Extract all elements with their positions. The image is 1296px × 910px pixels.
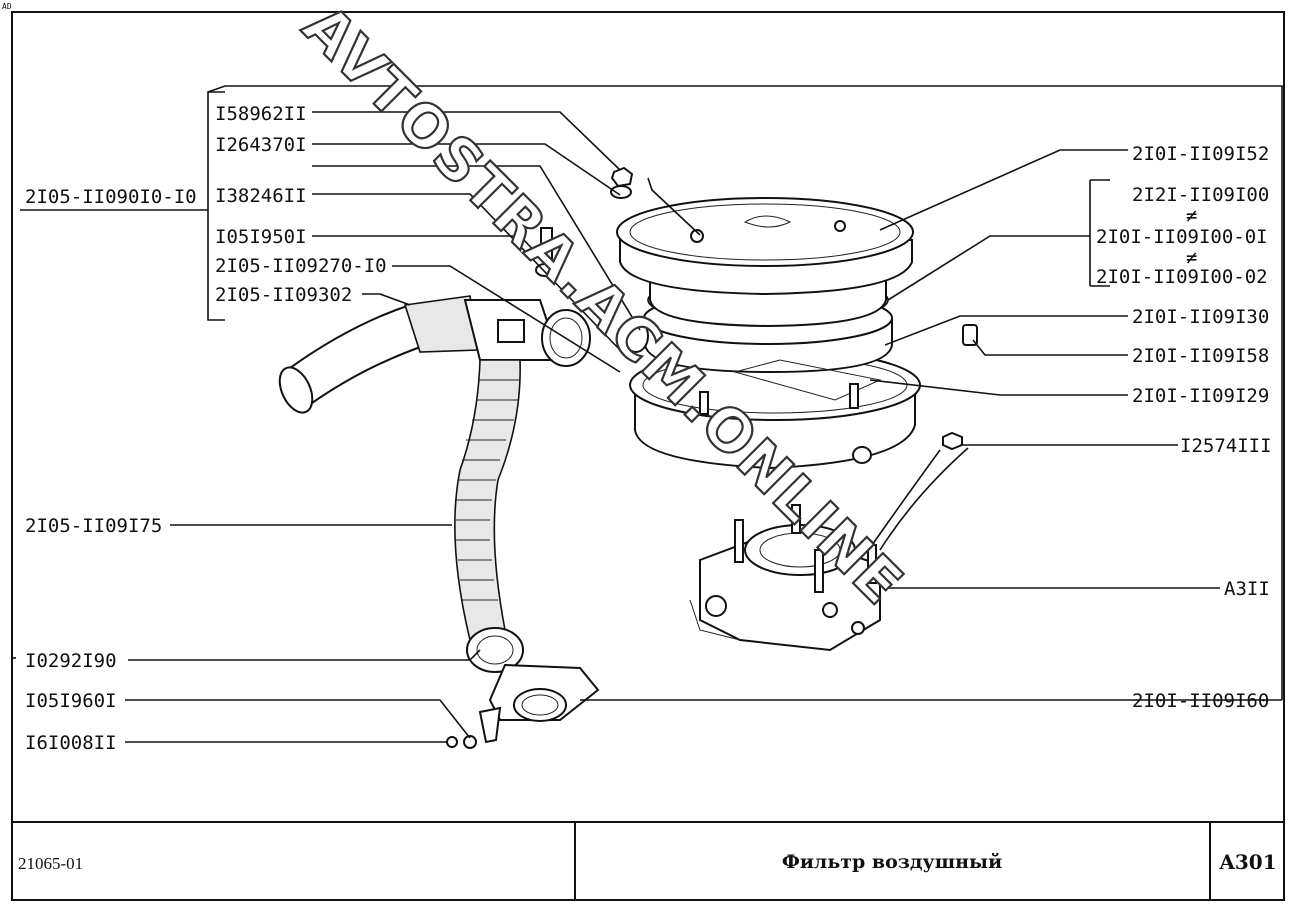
label-2I05-II09302: 2I05-II09302 [215, 284, 352, 306]
label-I05I950I: I05I950I [215, 226, 307, 248]
air-filter-drawing [616, 197, 921, 470]
leader-lines [12, 85, 1283, 743]
label-assembly: 2I05-II090I0-I0 [25, 186, 197, 208]
label-I38246II: I38246II [215, 185, 307, 207]
label-washer: I05I960I [25, 690, 117, 712]
label-body1: 2I2I-II09I00 [1132, 184, 1269, 206]
label-bushing: 2I0I-II09I58 [1132, 345, 1269, 367]
label-cover: 2I0I-II09I52 [1132, 143, 1269, 165]
sheet-number: A301 [1218, 850, 1276, 874]
corner-mark: AD [2, 2, 12, 11]
label-bracket: 2I0I-II09I60 [1132, 690, 1269, 712]
label-2I05-II09270-I0: 2I05-II09270-I0 [215, 255, 387, 277]
model-code: 21065-01 [18, 854, 83, 873]
part-labels: I58962II I264370I I38246II I05I950I 2I05… [25, 103, 1272, 754]
sheet-title: Фильтр воздушный [782, 851, 1002, 873]
label-gasket: 2I0I-II09I29 [1132, 385, 1269, 407]
sheet-frame [11, 11, 1285, 901]
label-I264370I: I264370I [215, 134, 307, 156]
label-element: 2I0I-II09I30 [1132, 306, 1269, 328]
label-nut2: I2574III [1180, 435, 1272, 457]
intake-duct [278, 295, 600, 749]
label-hose: 2I05-II09I75 [25, 515, 162, 537]
carburetor [689, 447, 969, 652]
label-nut: I6I008II [25, 732, 117, 754]
label-clamp: I0292I90 [25, 650, 117, 672]
label-body3: 2I0I-II09I00-02 [1096, 266, 1268, 288]
neq-2: ≠ [1186, 247, 1197, 269]
label-carb: A3II [1224, 578, 1270, 600]
label-I58962II: I58962II [215, 103, 307, 125]
label-body2: 2I0I-II09I00-0I [1096, 226, 1268, 248]
neq-1: ≠ [1186, 205, 1197, 227]
